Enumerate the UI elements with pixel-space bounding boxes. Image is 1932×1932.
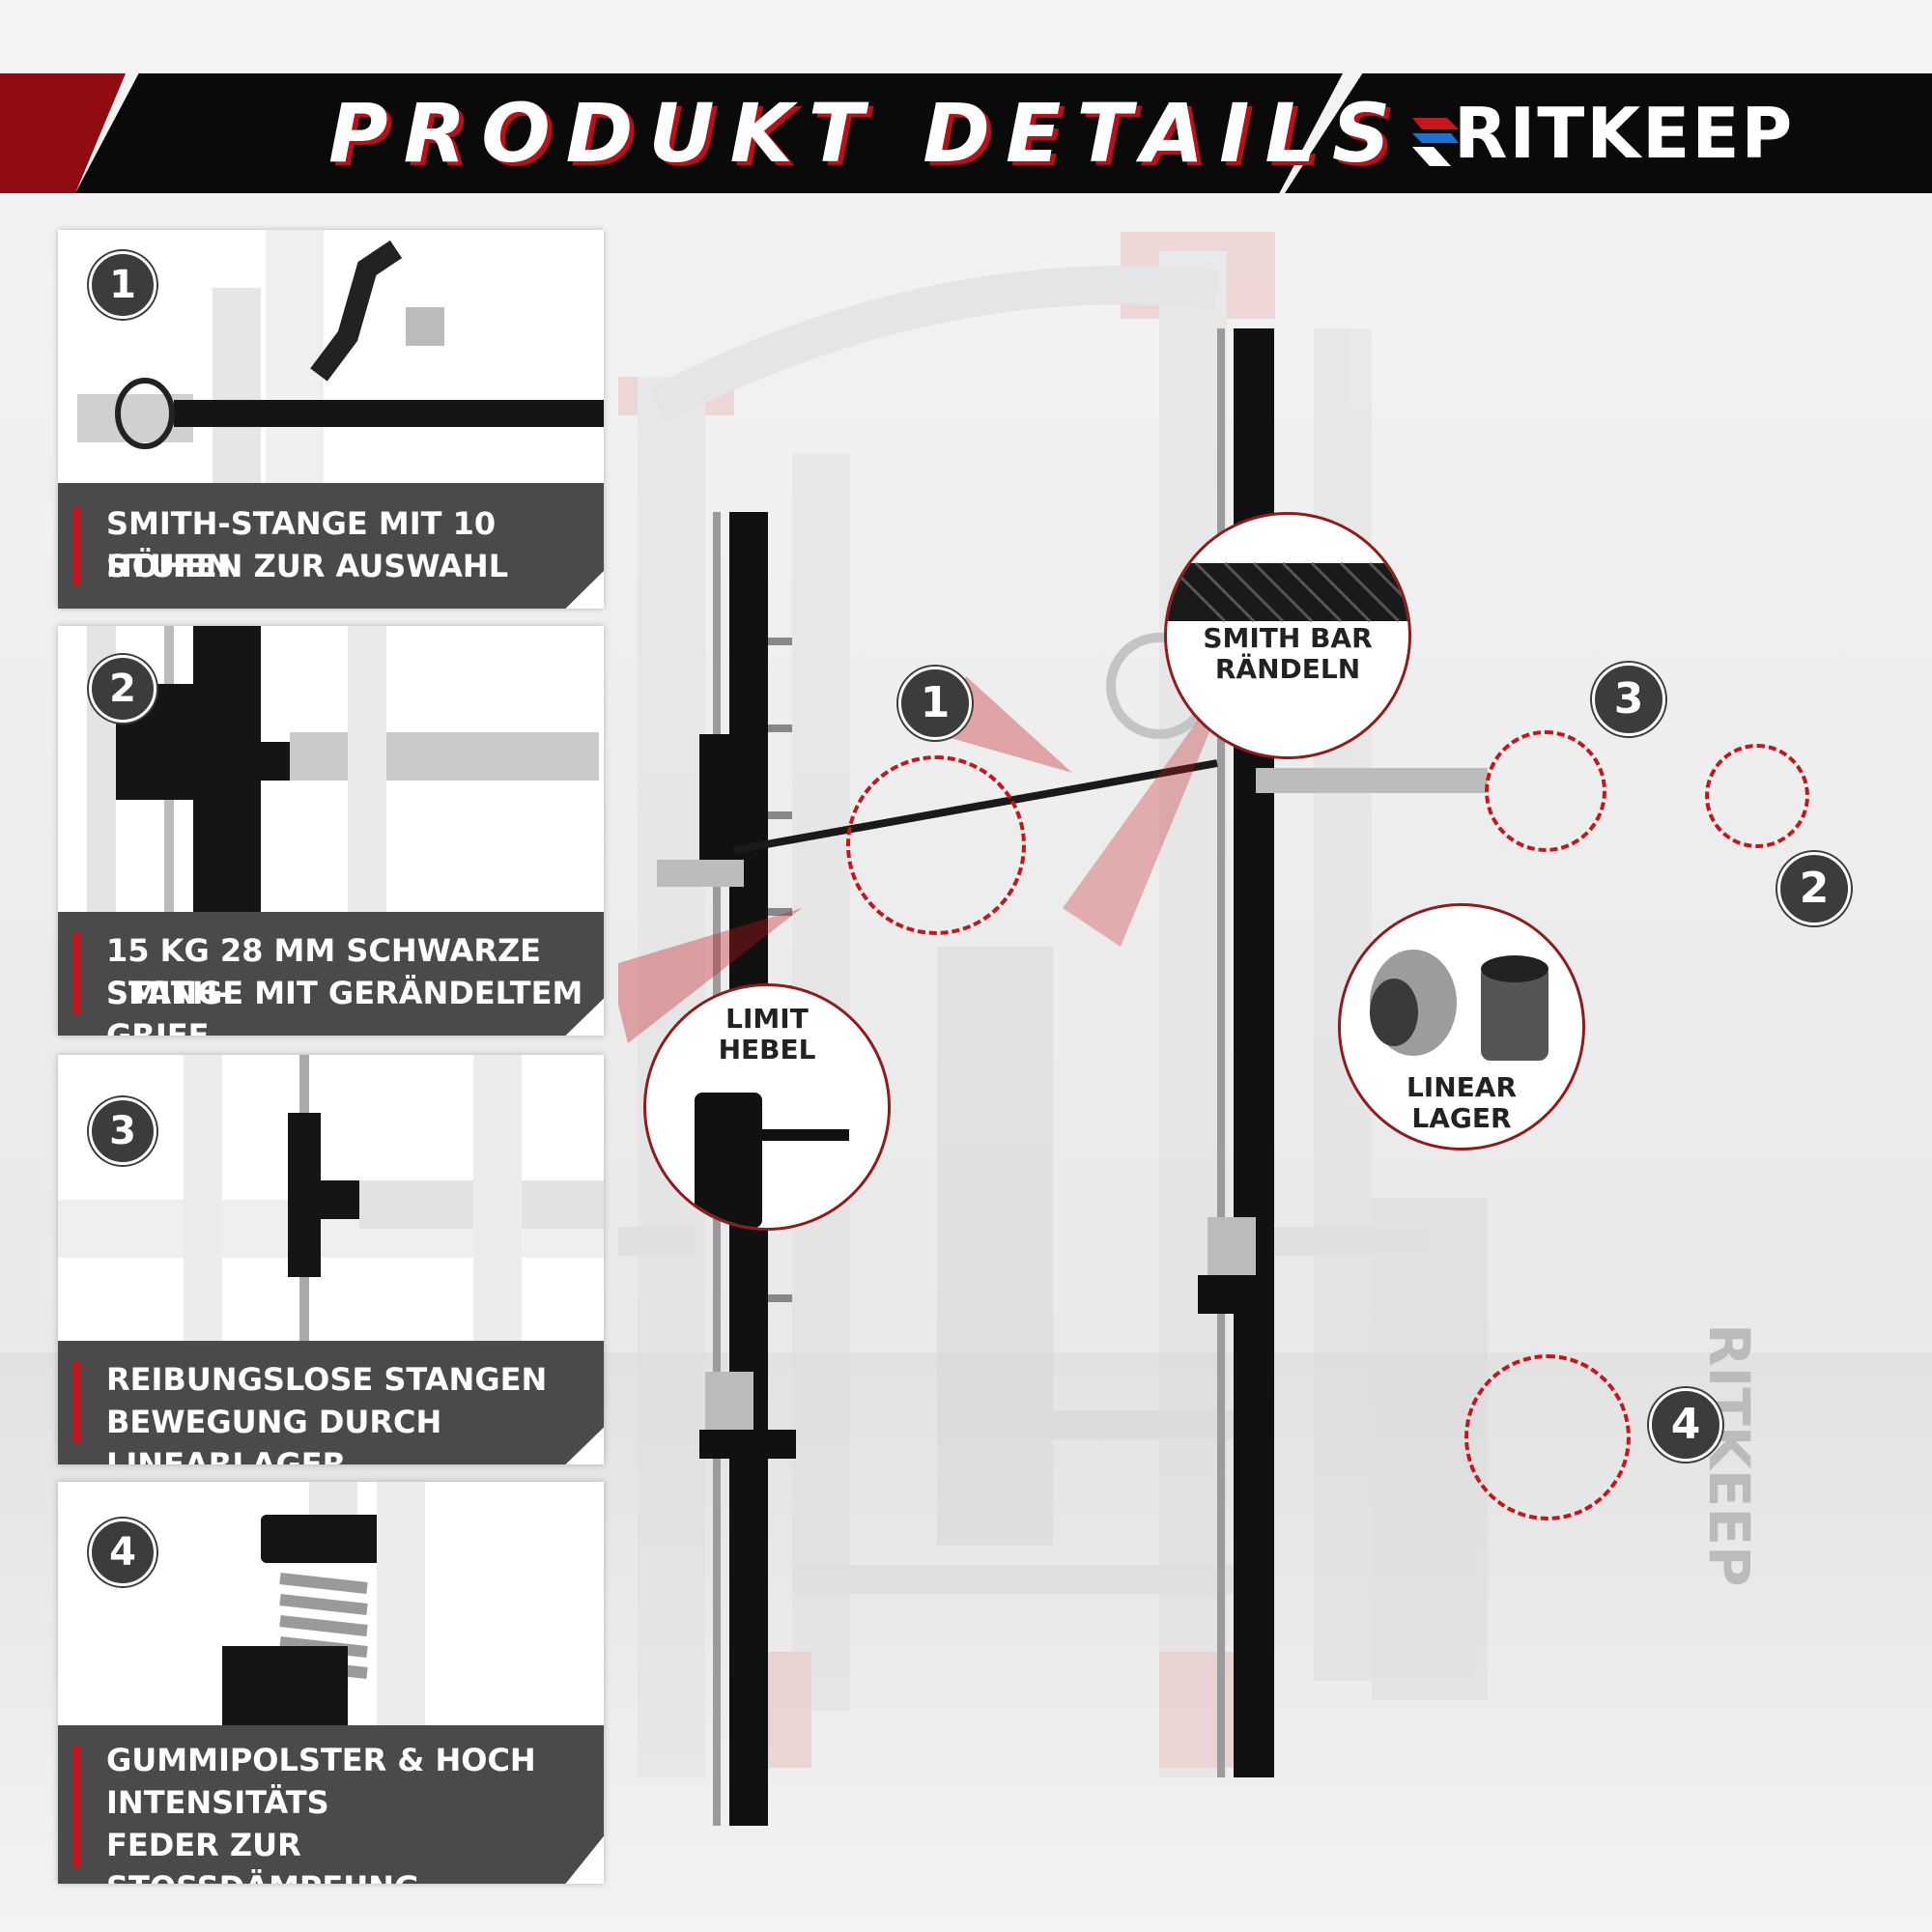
panel-1-caption: SMITH-STANGE MIT 10 HÖHEN STUFEN ZUR AUS… (58, 483, 604, 609)
marker-badge-1: 1 (898, 667, 972, 740)
panel-3-caption-accent (73, 1362, 81, 1443)
header-bar (75, 73, 1343, 193)
callout-linear-bearing-line1: LINEAR (1406, 1071, 1518, 1103)
panel-4-number-badge: 4 (89, 1519, 156, 1586)
panel-2-caption-line1: 15 KG 28 MM SCHWARZE SMITH- (106, 932, 542, 1011)
panel-2-caption-line2: STANGE MIT GERÄNDELTEM GRIFF (106, 975, 583, 1036)
panel-3-caption: REIBUNGSLOSE STANGEN BEWEGUNG DURCH LINE… (58, 1341, 604, 1464)
callout-limit-lever: LIMIT HEBEL (643, 983, 891, 1231)
detail-panel-1: 1 SMITH-STANGE MIT 10 HÖHEN STUFEN ZUR A… (58, 230, 604, 609)
marker-badge-4: 4 (1649, 1388, 1722, 1462)
marker-badge-2: 2 (1777, 852, 1851, 925)
panel-1-caption-line2: STUFEN ZUR AUSWAHL (106, 548, 509, 584)
panel-4-caption-line3: FEDER ZUR STOSSDÄMPFUNG (106, 1827, 419, 1884)
callout-smith-bar: SMITH BAR RÄNDELN (1164, 512, 1411, 759)
panel-2-number-badge: 2 (89, 655, 156, 723)
page-title: PRODUKT DETAILS (328, 86, 1406, 181)
detail-panel-3: 3 REIBUNGSLOSE STANGEN BEWEGUNG DURCH LI… (58, 1055, 604, 1464)
marker-badge-3: 3 (1592, 663, 1665, 736)
panel-3-photo (58, 1055, 604, 1464)
knurled-bar-icon (1167, 561, 1408, 623)
callout-limit-lever-line1: LIMIT (725, 1003, 809, 1035)
marker-circle-spring (1464, 1354, 1631, 1520)
panel-3-caption-line1: REIBUNGSLOSE STANGEN (106, 1361, 548, 1398)
panel-2-caption-accent (73, 933, 81, 1014)
linear-bearing-icon (1370, 950, 1548, 1061)
limit-lever-icon (695, 1093, 849, 1228)
marker-circle-bar-end (1705, 744, 1809, 848)
panel-4-caption: GUMMIPOLSTER & HOCH INTENSITÄTS FEDER ZU… (58, 1725, 604, 1884)
brand-logo-mark (1412, 118, 1459, 166)
callout-linear-bearing-line2: LAGER (1411, 1102, 1512, 1134)
panel-1-caption-accent (73, 508, 81, 585)
detail-panel-2: 2 15 KG 28 MM SCHWARZE SMITH- STANGE MIT… (58, 626, 604, 1036)
panel-2-caption: 15 KG 28 MM SCHWARZE SMITH- STANGE MIT G… (58, 912, 604, 1036)
panel-1-number-badge: 1 (89, 251, 156, 319)
panel-4-caption-accent (73, 1747, 81, 1868)
header-logo-bar (1285, 73, 1932, 193)
panel-3-caption-line2: BEWEGUNG DURCH LINEARLAGER (106, 1404, 442, 1464)
callout-smith-bar-line1: SMITH BAR (1203, 622, 1373, 654)
panel-3-number-badge: 3 (89, 1097, 156, 1165)
marker-circle-limit (846, 755, 1026, 935)
callout-limit-lever-line2: HEBEL (718, 1034, 816, 1065)
marker-circle-bearing (1485, 730, 1606, 852)
panel-4-caption-line2: INTENSITÄTS (106, 1784, 329, 1821)
callout-smith-bar-line2: RÄNDELN (1214, 653, 1361, 685)
panel-1-caption-line1: SMITH-STANGE MIT 10 HÖHEN (106, 505, 497, 584)
panel-4-caption-line1: GUMMIPOLSTER & HOCH (106, 1742, 536, 1778)
brand-logo: RITKEEP (1454, 93, 1795, 174)
callout-linear-bearing: LINEAR LAGER (1338, 903, 1585, 1151)
frame-logo-text: RITKEEP (1696, 1323, 1762, 1587)
detail-panel-4: 4 GUMMIPOLSTER & HOCH INTENSITÄTS FEDER … (58, 1482, 604, 1884)
